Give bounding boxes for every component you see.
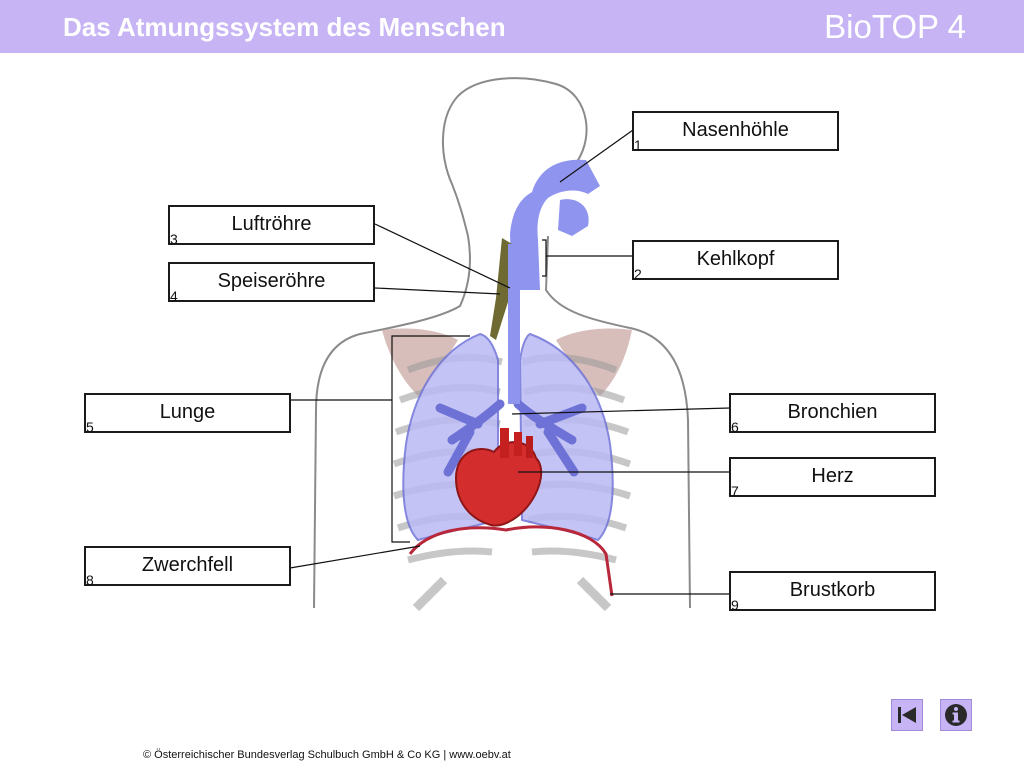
label-box-bronchien[interactable]: Bronchien 6 xyxy=(729,393,936,435)
body-outline xyxy=(313,77,691,609)
bronchi xyxy=(435,399,587,477)
label-box-brustkorb[interactable]: Brustkorb 9 xyxy=(729,571,936,613)
label-number-1: 1 xyxy=(634,137,642,153)
label-number-5: 5 xyxy=(86,419,94,435)
label-number-4: 4 xyxy=(170,288,178,304)
label-box-zwerchfell[interactable]: Zwerchfell 8 xyxy=(84,546,291,588)
brand-logo-text: BioTOP 4 xyxy=(824,8,966,45)
label-text-lunge: Lunge xyxy=(159,401,216,423)
label-number-3: 3 xyxy=(170,231,178,247)
info-icon xyxy=(945,704,967,726)
label-text-herz: Herz xyxy=(811,465,854,487)
heart xyxy=(454,428,543,527)
esophagus xyxy=(490,238,512,340)
diaphragm xyxy=(408,525,614,597)
label-text-bronchien: Bronchien xyxy=(787,401,878,423)
label-number-2: 2 xyxy=(634,266,642,282)
label-text-kehlkopf: Kehlkopf xyxy=(696,248,775,270)
first-slide-button[interactable] xyxy=(891,699,923,731)
leader-lines xyxy=(289,129,731,595)
label-text-luftroehre: Luftröhre xyxy=(231,213,312,235)
label-text-brustkorb: Brustkorb xyxy=(789,579,876,601)
info-button[interactable] xyxy=(940,699,972,731)
label-number-9: 9 xyxy=(731,597,739,613)
trachea xyxy=(508,244,520,404)
label-number-6: 6 xyxy=(731,419,739,435)
header-bar: Das Atmungssystem des Menschen BioTOP 4 xyxy=(0,0,1024,53)
label-box-speiseroehre[interactable]: Speiseröhre 4 xyxy=(168,262,375,304)
first-slide-icon xyxy=(898,707,916,723)
label-text-zwerchfell: Zwerchfell xyxy=(141,554,234,576)
label-box-nasenhoehle[interactable]: Nasenhöhle 1 xyxy=(632,111,839,153)
footer-copyright: © Österreichischer Bundesverlag Schulbuc… xyxy=(143,749,511,761)
label-box-kehlkopf[interactable]: Kehlkopf 2 xyxy=(632,240,839,282)
label-number-8: 8 xyxy=(86,572,94,588)
head-airway xyxy=(510,159,600,290)
label-box-lunge[interactable]: Lunge 5 xyxy=(84,393,291,435)
label-text-nasenhoehle: Nasenhöhle xyxy=(682,119,789,141)
label-text-speiseroehre: Speiseröhre xyxy=(217,270,326,292)
label-number-7: 7 xyxy=(731,483,739,499)
label-box-herz[interactable]: Herz 7 xyxy=(729,457,936,499)
label-box-luftroehre[interactable]: Luftröhre 3 xyxy=(168,205,375,247)
page-title: Das Atmungssystem des Menschen xyxy=(63,12,506,42)
